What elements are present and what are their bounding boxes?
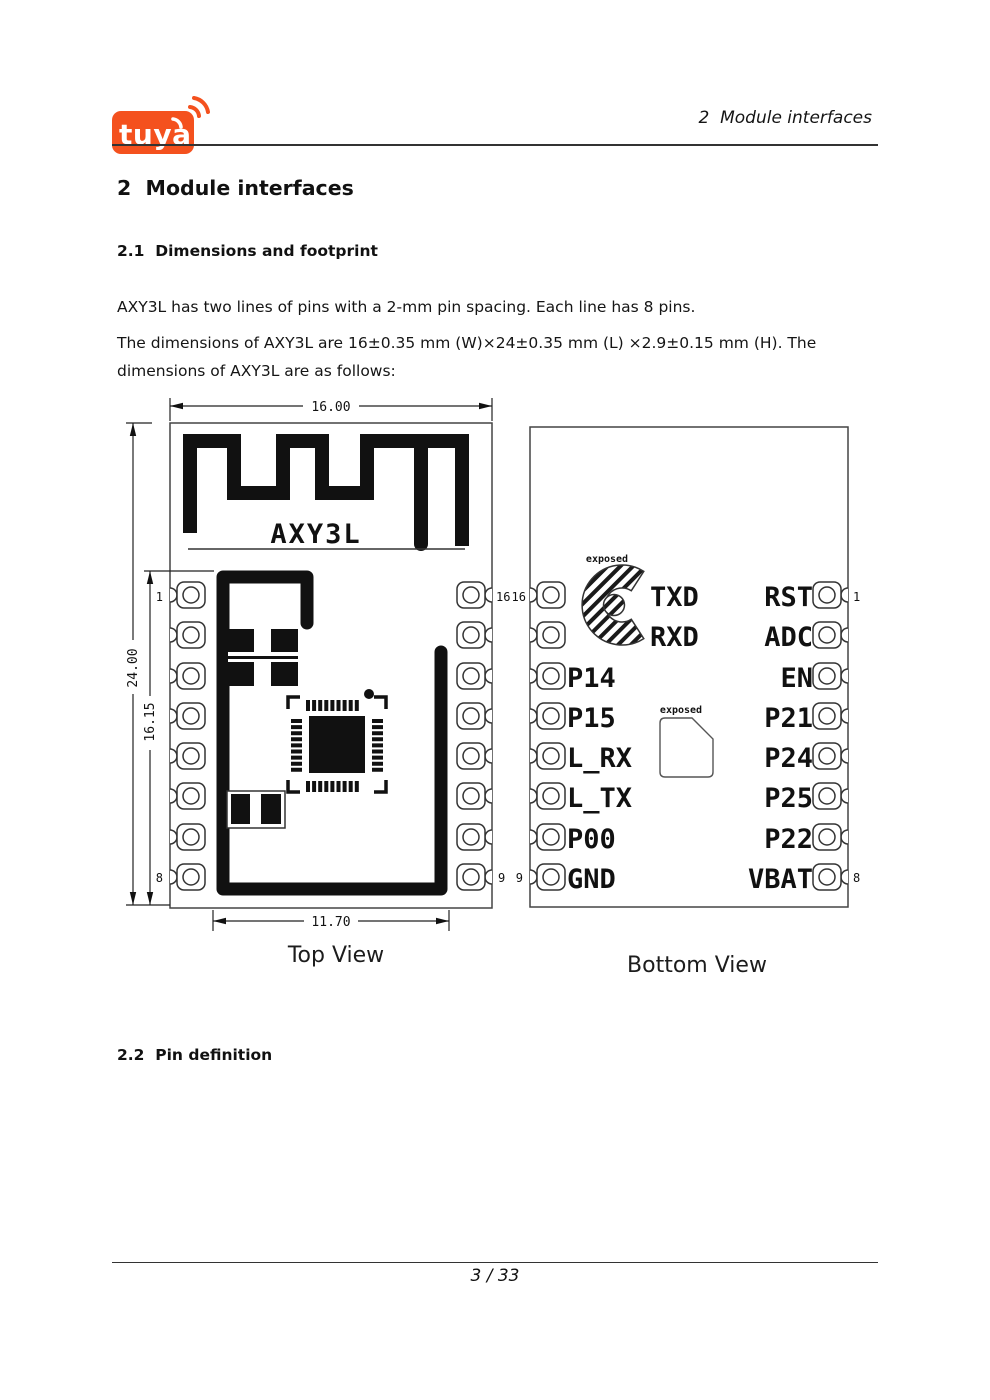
bottom-view-pin9-number: 9 xyxy=(516,871,523,885)
dimension-pin-span: 16.15 xyxy=(143,570,214,905)
shield-outline xyxy=(216,570,448,896)
bottom-view-right-pin-labels: RST ADC EN P21 P24 P25 P22 VBAT xyxy=(748,582,813,895)
pin-label-p22: P22 xyxy=(764,824,813,855)
ic-footprint xyxy=(286,689,388,794)
passive-footprint xyxy=(226,790,286,829)
dimension-bottom-width: 11.70 xyxy=(212,910,450,931)
top-view-pin8-number: 8 xyxy=(156,871,163,885)
svg-text:16.15: 16.15 xyxy=(143,702,158,741)
pin-label-p21: P21 xyxy=(764,703,813,734)
top-view: AXY3L xyxy=(126,398,510,968)
pin1-marker-dot xyxy=(364,689,374,699)
exposed-thermal-pad xyxy=(659,717,714,778)
pin-label-rxd: RXD xyxy=(650,622,699,653)
top-view-caption: Top View xyxy=(287,943,384,968)
footer-divider xyxy=(112,1262,878,1263)
crystal-footprint xyxy=(228,629,298,686)
exposed-antenna-via xyxy=(602,593,626,617)
pin-label-l-tx: L_TX xyxy=(567,783,632,814)
page-number: 3 / 33 xyxy=(470,1266,520,1286)
pin-label-l-rx: L_RX xyxy=(567,743,632,774)
tuya-logo: tuya xyxy=(112,96,210,154)
header-section-label: 2 Module interfaces xyxy=(698,108,872,128)
svg-text:11.70: 11.70 xyxy=(311,915,350,930)
top-view-pin1-number: 1 xyxy=(156,590,163,604)
pin-label-adc: ADC xyxy=(764,622,813,653)
pin-label-p00: P00 xyxy=(567,824,616,855)
logo-wave-inner-icon xyxy=(171,117,183,129)
pin-label-vbat: VBAT xyxy=(748,864,813,895)
dimension-width: 16.00 xyxy=(169,398,493,421)
page-title: 2 Module interfaces xyxy=(117,176,354,200)
logo-background xyxy=(112,111,194,154)
exposed-label-pad: exposed xyxy=(660,705,702,716)
bottom-view-module-outline xyxy=(529,426,849,908)
section-2-1-heading: 2.1 Dimensions and footprint xyxy=(117,242,378,260)
module-label: AXY3L xyxy=(270,519,361,550)
bottom-view-pin1-number: 1 xyxy=(853,590,860,604)
pin-label-txd: TXD xyxy=(650,582,699,613)
pin-label-p24: P24 xyxy=(764,743,813,774)
bottom-view-pin16-number: 16 xyxy=(512,590,526,604)
svg-text:16.00: 16.00 xyxy=(311,400,350,415)
pin-label-en: EN xyxy=(780,663,813,694)
logo-wave-outer-icon xyxy=(192,96,210,114)
exposed-label-antenna: exposed xyxy=(586,554,628,565)
top-view-pin16-number: 16 xyxy=(496,590,510,604)
pin-label-p15: P15 xyxy=(567,703,616,734)
pin-label-p14: P14 xyxy=(567,663,616,694)
bottom-view: exposed exposed TXD RXD xyxy=(512,426,860,978)
pin-label-gnd: GND xyxy=(567,864,616,895)
dimension-height: 24.00 xyxy=(126,422,170,906)
paragraph-dimensions: The dimensions of AXY3L are 16±0.35 mm (… xyxy=(117,334,817,380)
svg-text:24.00: 24.00 xyxy=(126,648,141,687)
section-2-2-heading: 2.2 Pin definition xyxy=(117,1046,273,1064)
header-divider xyxy=(112,144,878,146)
bottom-view-left-pin-labels: TXD RXD P14 P15 L_RX L_TX P00 GND xyxy=(567,582,699,895)
pin-label-rst: RST xyxy=(764,582,813,613)
top-view-pin9-number: 9 xyxy=(498,871,505,885)
bottom-view-pin8-number: 8 xyxy=(853,871,860,885)
paragraph-pin-lines: AXY3L has two lines of pins with a 2-mm … xyxy=(117,298,696,316)
antenna-trace xyxy=(183,434,469,546)
bottom-view-caption: Bottom View xyxy=(627,953,767,978)
logo-wave-mid-icon xyxy=(188,105,201,118)
pin-label-p25: P25 xyxy=(764,783,813,814)
